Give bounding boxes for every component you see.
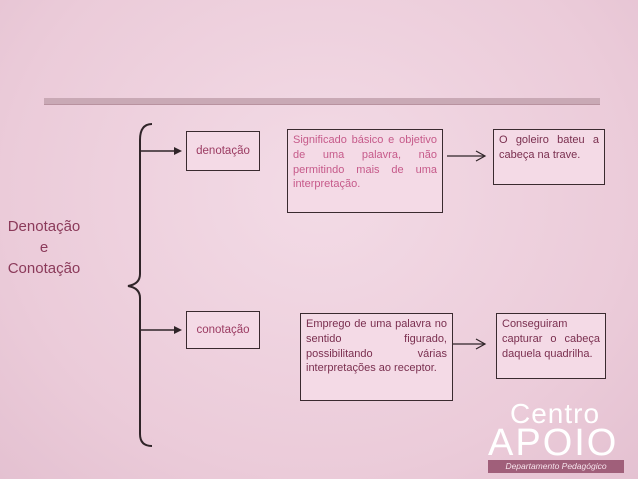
logo-main-text: APOIO bbox=[488, 422, 619, 464]
title-line-3: Conotação bbox=[7, 260, 81, 277]
arrowhead-def-ex-1 bbox=[475, 150, 487, 162]
title-line-2: e bbox=[39, 239, 49, 256]
arrowhead-conotacao bbox=[174, 326, 182, 334]
centro-apoio-logo: Centro APOIO Departamento Pedagógico bbox=[488, 396, 634, 476]
arrowhead-denotacao bbox=[174, 147, 182, 155]
bracket bbox=[127, 123, 153, 447]
example-conotacao: Conseguiram capturar o cabeça daquela qu… bbox=[496, 313, 606, 379]
diagram-title: Denotação e Conotação bbox=[6, 216, 82, 279]
definition-denotacao: Significado básico e objetivo de uma pal… bbox=[287, 129, 443, 213]
label-denotacao: denotação bbox=[186, 131, 260, 171]
label-conotacao: conotação bbox=[186, 311, 260, 349]
top-divider bbox=[44, 98, 600, 105]
example-denotacao: O goleiro bateu a cabeça na trave. bbox=[493, 129, 605, 185]
arrowhead-def-ex-2 bbox=[475, 338, 487, 350]
logo-subtitle: Departamento Pedagógico bbox=[488, 460, 624, 473]
logo-top-text: Centro bbox=[510, 398, 601, 429]
title-line-1: Denotação bbox=[7, 218, 81, 235]
definition-conotacao: Emprego de uma palavra no sentido figura… bbox=[300, 313, 453, 401]
